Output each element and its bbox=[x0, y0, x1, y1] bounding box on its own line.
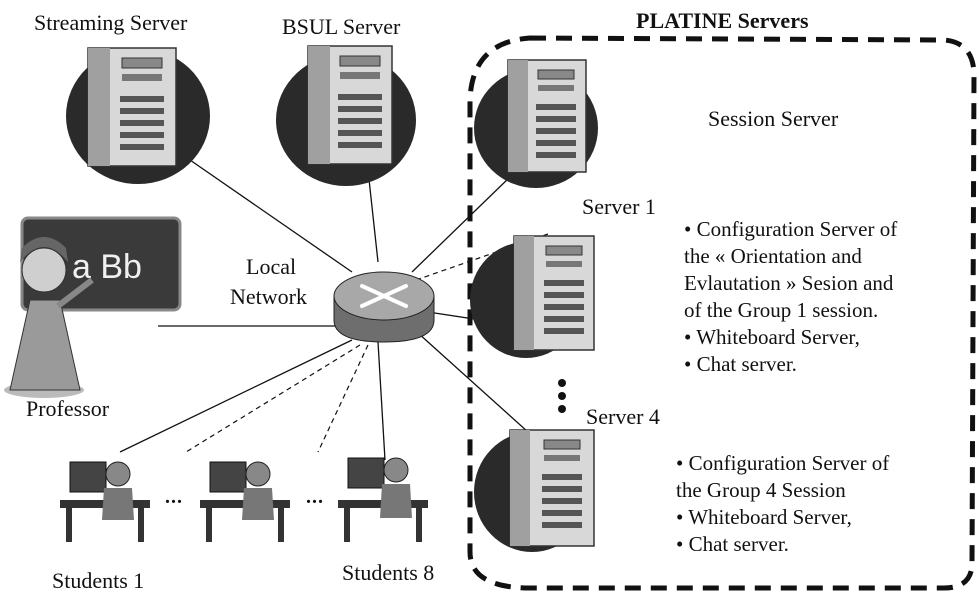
link-student-1 bbox=[119, 339, 353, 453]
server-1-desc-line: • Whiteboard Server, bbox=[684, 325, 860, 349]
connections bbox=[119, 159, 529, 461]
dashed-link-student-3 bbox=[317, 344, 369, 453]
local-network-label-line1: Local bbox=[246, 254, 297, 279]
router-icon bbox=[333, 271, 435, 343]
bsul-server-label: BSUL Server bbox=[282, 14, 401, 39]
students-8-label: Students 8 bbox=[342, 560, 435, 585]
server-1-desc-line: • Chat server. bbox=[684, 352, 797, 376]
link-server4 bbox=[417, 332, 529, 433]
link-student-8 bbox=[377, 341, 386, 461]
platine-servers-boundary bbox=[467, 35, 977, 591]
bsul-server-icon bbox=[276, 45, 416, 186]
session-server-label: Session Server bbox=[708, 106, 839, 131]
server-4-desc-line: • Chat server. bbox=[676, 532, 789, 556]
students-ellipsis-1: ... bbox=[165, 486, 183, 508]
server-4-desc-line: • Whiteboard Server, bbox=[676, 505, 852, 529]
more-servers-dots bbox=[558, 379, 566, 413]
student-8-icon bbox=[338, 457, 428, 542]
professor-icon: a Bb bbox=[4, 216, 182, 398]
dashed-link-student-2 bbox=[185, 344, 361, 453]
server-4-label: Server 4 bbox=[586, 404, 660, 429]
link-streaming bbox=[189, 159, 353, 273]
dashed-connections bbox=[185, 233, 549, 453]
server-1-label: Server 1 bbox=[582, 194, 656, 219]
server-4-icon bbox=[474, 429, 595, 552]
server-1-desc-line: of the Group 1 session. bbox=[684, 298, 879, 322]
server-4-description: • Configuration Server of the Group 4 Se… bbox=[676, 450, 889, 558]
server-1-icon bbox=[474, 59, 598, 188]
local-network-label-line2: Network bbox=[230, 284, 307, 309]
student-2-icon bbox=[200, 461, 290, 542]
server-1-desc-line: the « Orientation and bbox=[684, 244, 862, 268]
server-1-description: • Configuration Server of the « Orientat… bbox=[684, 216, 897, 378]
server-2-icon bbox=[470, 235, 595, 358]
streaming-server-label: Streaming Server bbox=[34, 10, 188, 35]
platine-servers-title: PLATINE Servers bbox=[636, 8, 809, 33]
streaming-server-icon bbox=[66, 47, 210, 184]
link-bsul bbox=[367, 169, 379, 263]
link-server1 bbox=[411, 174, 513, 273]
board-text: a Bb bbox=[72, 248, 142, 286]
server-4-desc-line: the Group 4 Session bbox=[676, 478, 846, 502]
professor-label: Professor bbox=[26, 396, 110, 421]
students-ellipsis-2: ... bbox=[306, 486, 324, 508]
student-1-icon bbox=[60, 461, 150, 542]
server-1-desc-line: • Configuration Server of bbox=[684, 217, 898, 241]
server-1-desc-line: Evlautation » Sesion and bbox=[684, 271, 894, 295]
server-4-desc-line: • Configuration Server of bbox=[676, 451, 890, 475]
students-1-label: Students 1 bbox=[52, 568, 145, 593]
